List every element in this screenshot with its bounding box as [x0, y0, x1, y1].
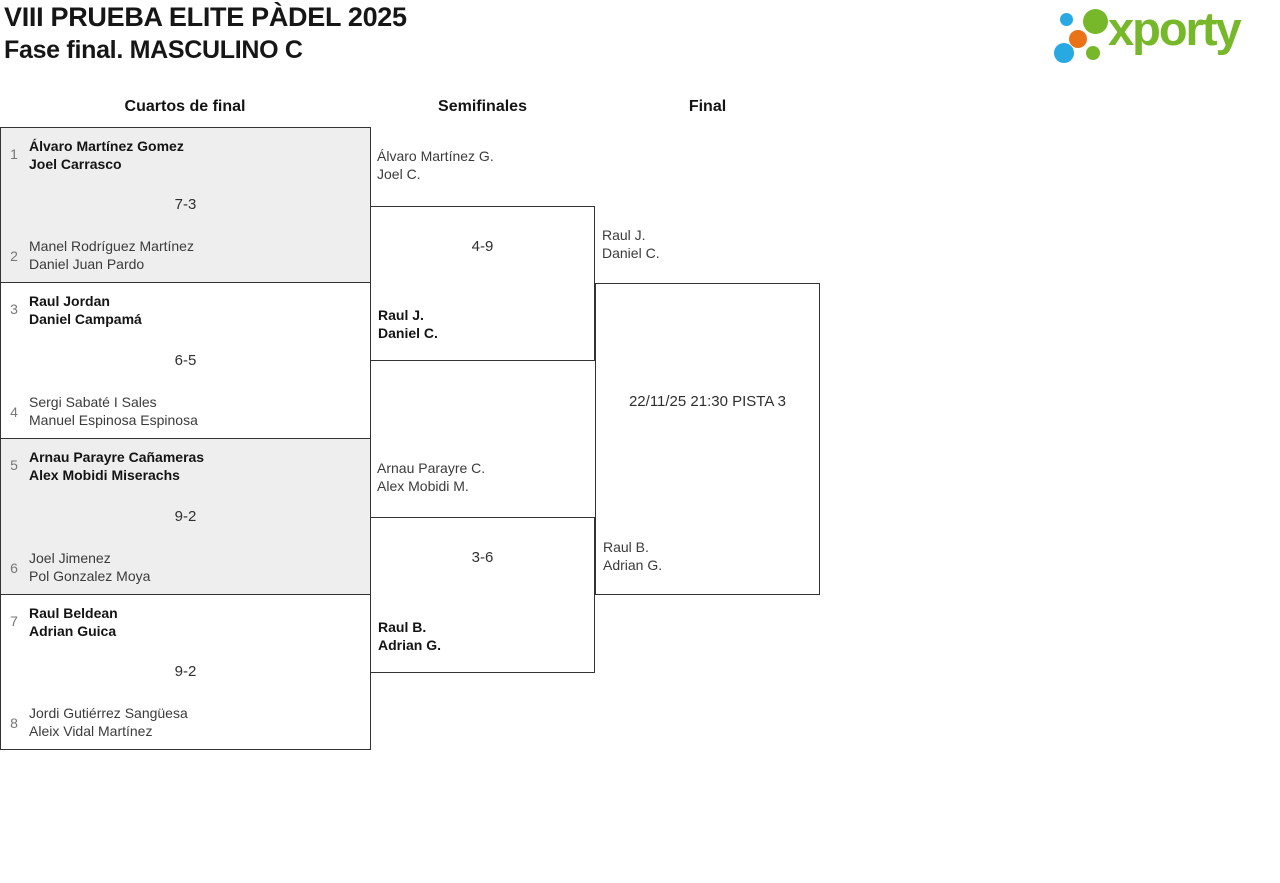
team-pair: Álvaro Martínez Gomez Joel Carrasco — [29, 137, 184, 173]
logo-wordmark: xporty — [1108, 2, 1242, 55]
seed-number: 8 — [10, 715, 18, 731]
seed-number: 4 — [10, 404, 18, 420]
player-name: Raul J. — [378, 307, 424, 323]
player-name: Aleix Vidal Martínez — [29, 723, 153, 739]
page-subtitle: Fase final. MASCULINO C — [4, 36, 303, 64]
final-team-top: Raul J. Daniel C. — [602, 226, 660, 262]
seed-number: 5 — [10, 457, 18, 473]
round-header-final: Final — [688, 98, 727, 115]
seed-number: 1 — [10, 146, 18, 162]
sf1-team-top: Álvaro Martínez G. Joel C. — [377, 147, 494, 183]
qf-match-2: 3 Raul Jordan Daniel Campamá 6-5 4 Sergi… — [0, 282, 371, 439]
sf2-team-top: Arnau Parayre C. Alex Mobidi M. — [377, 459, 485, 495]
team-pair: Manel Rodríguez Martínez Daniel Juan Par… — [29, 237, 194, 273]
match-score: 9-2 — [174, 507, 197, 525]
match-score: 9-2 — [174, 663, 197, 680]
qf-match-4: 7 Raul Beldean Adrian Guica 9-2 8 Jordi … — [0, 594, 371, 750]
team-pair: Sergi Sabaté I Sales Manuel Espinosa Esp… — [29, 393, 198, 429]
team-pair: Joel Jimenez Pol Gonzalez Moya — [29, 549, 150, 585]
final-schedule: 22/11/25 21:30 PISTA 3 — [628, 393, 787, 410]
seed-number: 7 — [10, 613, 18, 629]
player-name: Arnau Parayre C. — [377, 460, 486, 476]
final-team-bottom: Raul B. Adrian G. — [603, 538, 662, 574]
sf2-team-bottom: Raul B. Adrian G. — [378, 618, 441, 654]
player-name: Raul J. — [602, 227, 646, 243]
sf1-team-bottom: Raul J. Daniel C. — [378, 306, 438, 342]
team-pair: Arnau Parayre Cañameras Alex Mobidi Mise… — [29, 448, 204, 484]
player-name: Daniel Juan Pardo — [29, 256, 145, 272]
player-name: Daniel C. — [378, 325, 438, 341]
seed-number: 6 — [10, 560, 18, 576]
logo-dot-blue-large-icon — [1054, 43, 1074, 63]
player-name: Daniel C. — [602, 245, 660, 261]
player-name: Joel Carrasco — [29, 156, 122, 172]
player-name: Arnau Parayre Cañameras — [29, 449, 205, 465]
player-name: Joel C. — [377, 166, 421, 182]
match-score: 4-9 — [471, 238, 494, 255]
player-name: Alex Mobidi Miserachs — [29, 467, 180, 483]
page-title: VIII PRUEBA ELITE PÀDEL 2025 — [4, 2, 407, 32]
player-name: Alex Mobidi M. — [377, 478, 469, 494]
player-name: Pol Gonzalez Moya — [29, 568, 151, 584]
qf-match-3: 5 Arnau Parayre Cañameras Alex Mobidi Mi… — [0, 438, 371, 595]
player-name: Álvaro Martínez G. — [377, 148, 494, 164]
match-score: 7-3 — [174, 196, 197, 213]
player-name: Joel Jimenez — [29, 550, 111, 566]
round-header-semifinales: Semifinales — [438, 98, 527, 115]
player-name: Jordi Gutiérrez Sangüesa — [29, 705, 188, 721]
team-pair: Raul Jordan Daniel Campamá — [29, 292, 142, 328]
match-score: 6-5 — [174, 351, 197, 369]
player-name: Manuel Espinosa Espinosa — [29, 412, 198, 428]
logo-dot-green-large-icon — [1083, 9, 1108, 34]
qf-match-1: 1 Álvaro Martínez Gomez Joel Carrasco 7-… — [0, 127, 371, 283]
logo-dot-green-small-icon — [1086, 46, 1100, 60]
xporty-logo: xporty — [1050, 0, 1280, 75]
player-name: Manel Rodríguez Martínez — [29, 238, 194, 254]
round-header-cuartos: Cuartos de final — [124, 98, 246, 115]
player-name: Raul Jordan — [29, 293, 110, 309]
player-name: Sergi Sabaté I Sales — [29, 394, 157, 410]
logo-dot-blue-small-icon — [1060, 13, 1073, 26]
logo-dot-orange-icon — [1069, 30, 1087, 48]
sf-match-1: 4-9 Raul J. Daniel C. — [370, 206, 595, 361]
team-pair: Raul Beldean Adrian Guica — [29, 604, 118, 640]
player-name: Raul Beldean — [29, 605, 118, 621]
player-name: Raul B. — [603, 539, 649, 555]
seed-number: 3 — [10, 301, 18, 317]
player-name: Daniel Campamá — [29, 311, 142, 327]
player-name: Álvaro Martínez Gomez — [29, 138, 184, 154]
player-name: Adrian Guica — [29, 623, 117, 639]
player-name: Raul B. — [378, 619, 427, 635]
final-match: 22/11/25 21:30 PISTA 3 Raul B. Adrian G. — [595, 283, 820, 595]
match-score: 3-6 — [471, 549, 494, 566]
player-name: Adrian G. — [603, 557, 663, 573]
sf-match-2: 3-6 Raul B. Adrian G. — [370, 517, 595, 673]
team-pair: Jordi Gutiérrez Sangüesa Aleix Vidal Mar… — [29, 704, 188, 740]
seed-number: 2 — [10, 248, 18, 264]
player-name: Adrian G. — [378, 637, 442, 653]
